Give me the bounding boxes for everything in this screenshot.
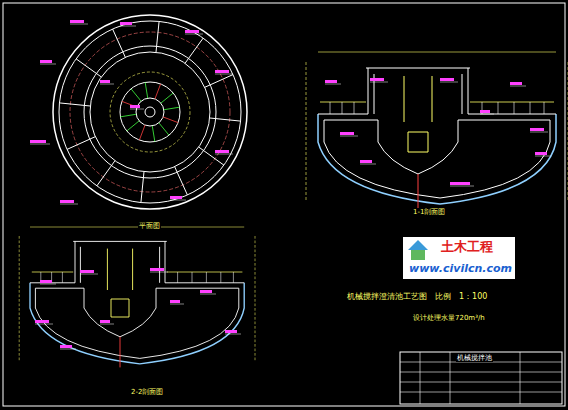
section-2	[19, 227, 255, 367]
title-block-cell: 机械搅拌池	[456, 354, 493, 362]
watermark-url: www.civilcn.com	[408, 263, 513, 276]
view-label: 平面图	[138, 222, 161, 230]
watermark: 土木工程	[440, 240, 494, 255]
watermark-ground	[403, 237, 515, 279]
design-note: 设计处理水量720m³/h	[412, 314, 486, 322]
view-label: 1-1剖面图	[412, 208, 446, 216]
drawing-title: 机械搅拌澄清池工艺图 比例 1：100	[346, 292, 488, 301]
section-1	[306, 52, 568, 208]
view-label: 2-2剖面图	[130, 388, 164, 396]
